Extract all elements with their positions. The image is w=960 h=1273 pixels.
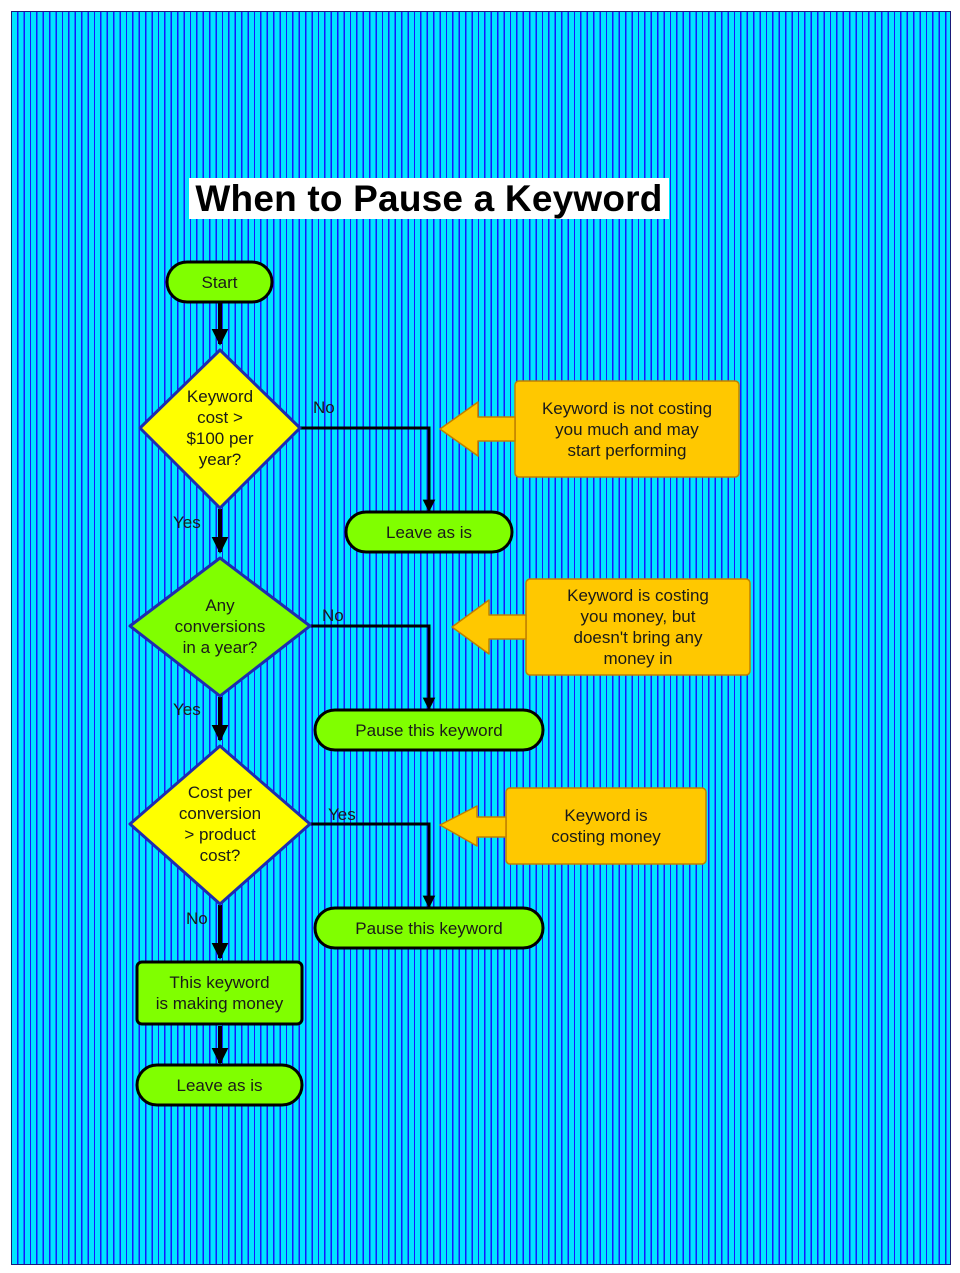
decision-cost-diamond	[138, 348, 302, 510]
edge-d2-no	[310, 624, 436, 711]
diagram-title: When to Pause a Keyword	[189, 178, 669, 219]
note-box-2	[525, 578, 751, 676]
diagram-canvas: When to Pause a Keyword Start Keyword co…	[11, 11, 951, 1265]
start-node	[165, 260, 274, 304]
note-box-3	[505, 787, 707, 865]
leave-as-is-node-2	[135, 1063, 304, 1107]
making-money-node	[135, 960, 304, 1026]
note-arrow-3	[439, 805, 507, 847]
edge-d3-yes	[310, 822, 436, 909]
pause-keyword-node-1	[313, 708, 545, 752]
note-arrow-1	[439, 401, 516, 457]
flowchart-svg	[128, 260, 751, 1107]
note-arrow-2	[451, 599, 527, 655]
decision-cpc-diamond	[128, 744, 312, 906]
leave-as-is-node-1	[344, 510, 514, 554]
note-box-1	[514, 380, 740, 478]
pause-keyword-node-2	[313, 906, 545, 950]
edge-d1-no	[300, 426, 436, 513]
decision-conversions-diamond	[128, 556, 312, 698]
